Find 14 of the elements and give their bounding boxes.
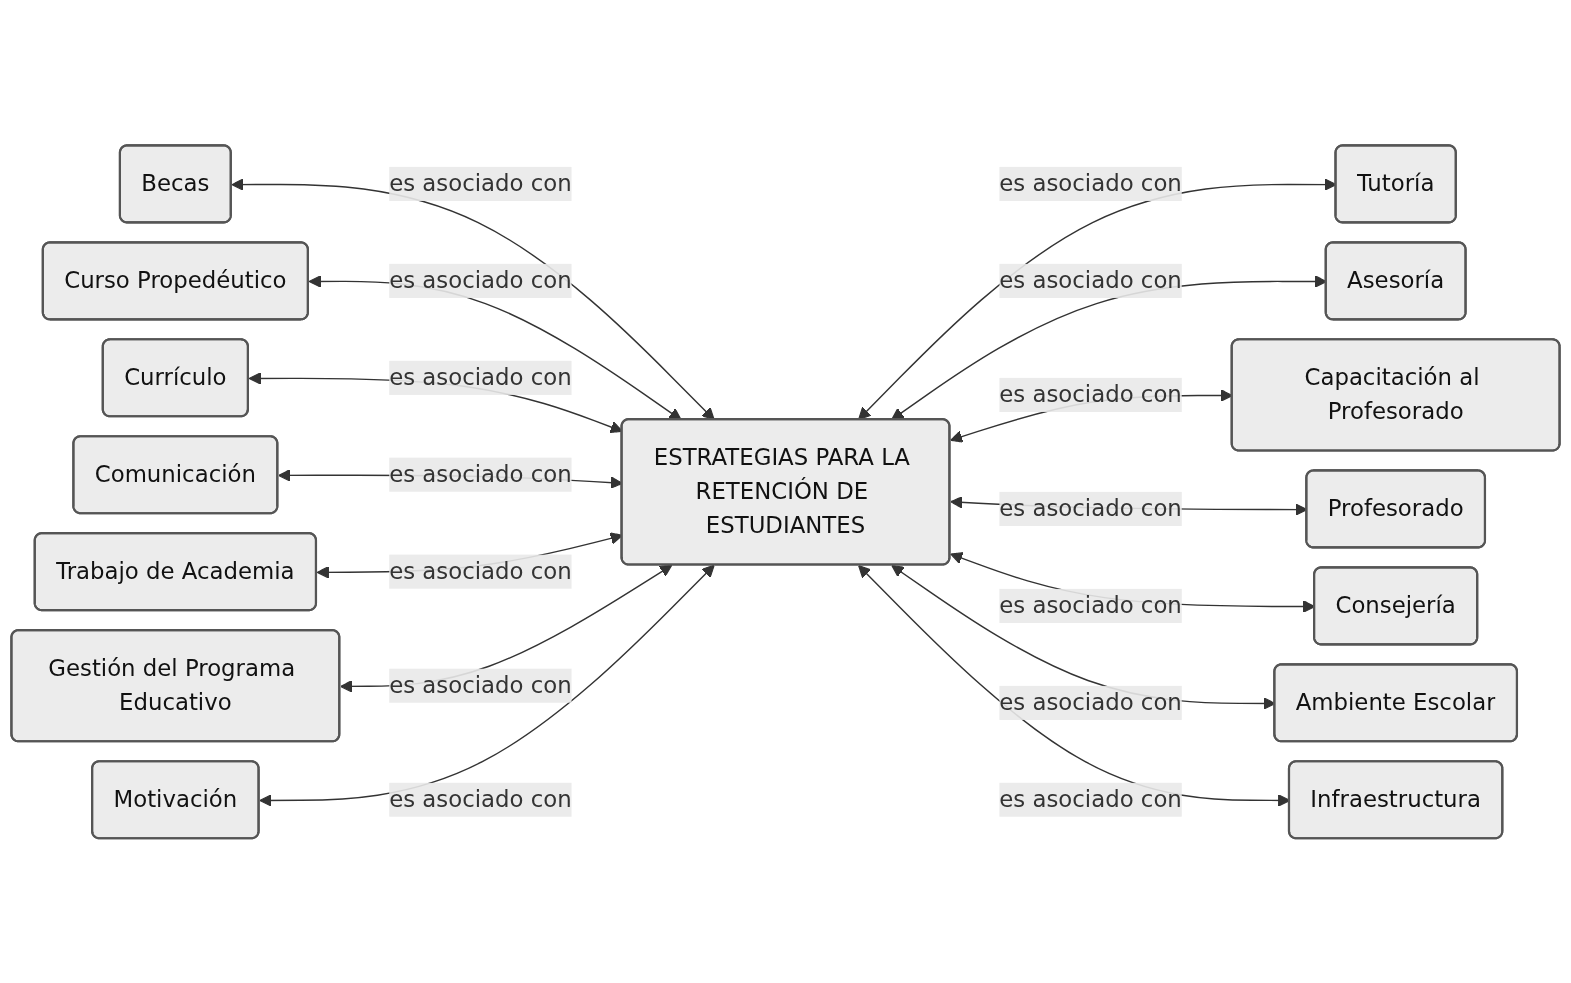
edge-label: es asociado con — [999, 169, 1182, 197]
edge-label: es asociado con — [999, 688, 1182, 716]
edge-label: es asociado con — [389, 169, 572, 197]
edge-label: es asociado con — [389, 785, 572, 813]
edge-label: es asociado con — [999, 494, 1182, 522]
edge-label: es asociado con — [389, 266, 572, 294]
edge-label: es asociado con — [389, 557, 572, 585]
edge-label: es asociado con — [999, 591, 1182, 619]
edge-label: es asociado con — [999, 380, 1182, 408]
edge-label: es asociado con — [389, 671, 572, 699]
edge-label: es asociado con — [999, 266, 1182, 294]
edge-label: es asociado con — [389, 363, 572, 391]
edge-label: es asociado con — [389, 460, 572, 488]
edge-label: es asociado con — [999, 785, 1182, 813]
